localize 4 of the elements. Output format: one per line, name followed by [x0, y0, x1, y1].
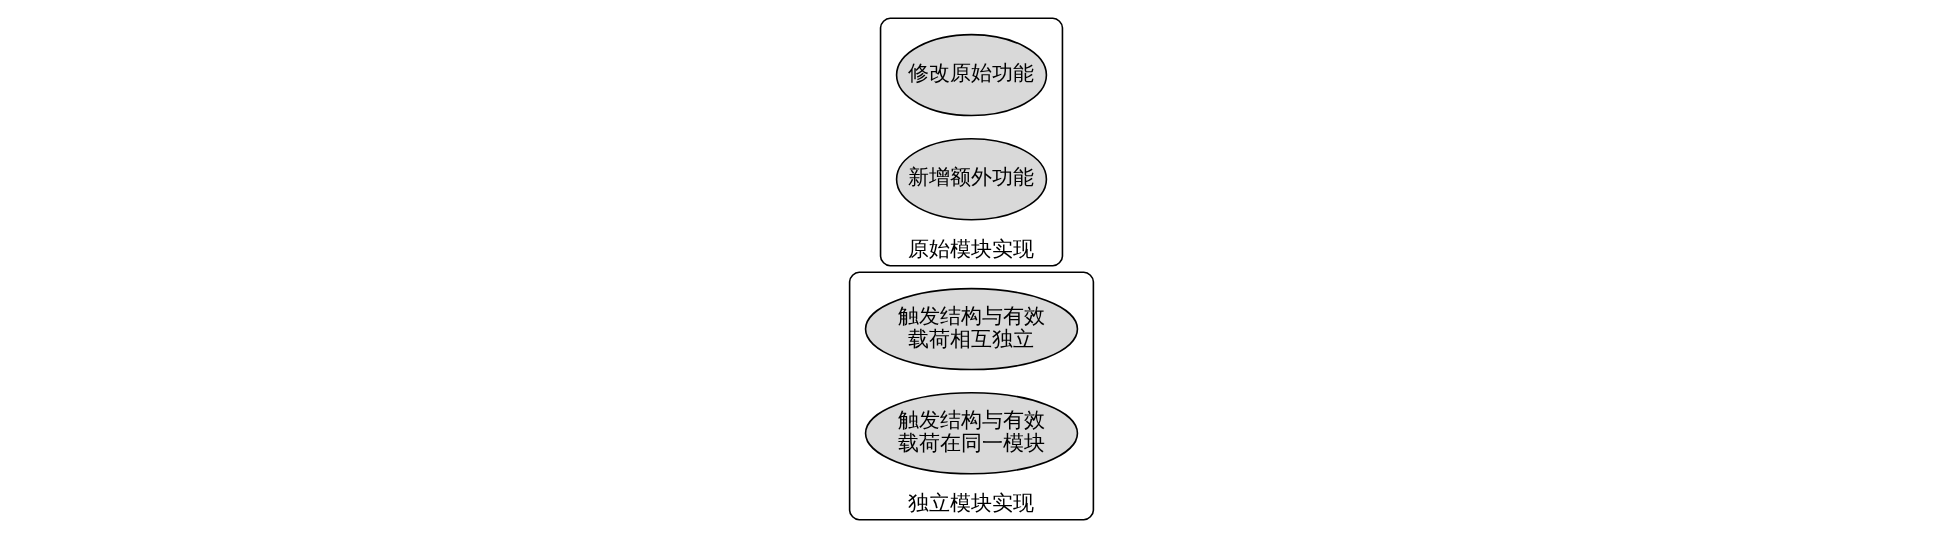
- node-ellipse: 新增额外功能: [895, 138, 1048, 221]
- node-ellipse: 触发结构与有效载荷相互独立: [864, 287, 1079, 371]
- node-ellipse: 触发结构与有效载荷在同一模块: [864, 392, 1079, 475]
- node-ellipse: 修改原始功能: [895, 33, 1048, 117]
